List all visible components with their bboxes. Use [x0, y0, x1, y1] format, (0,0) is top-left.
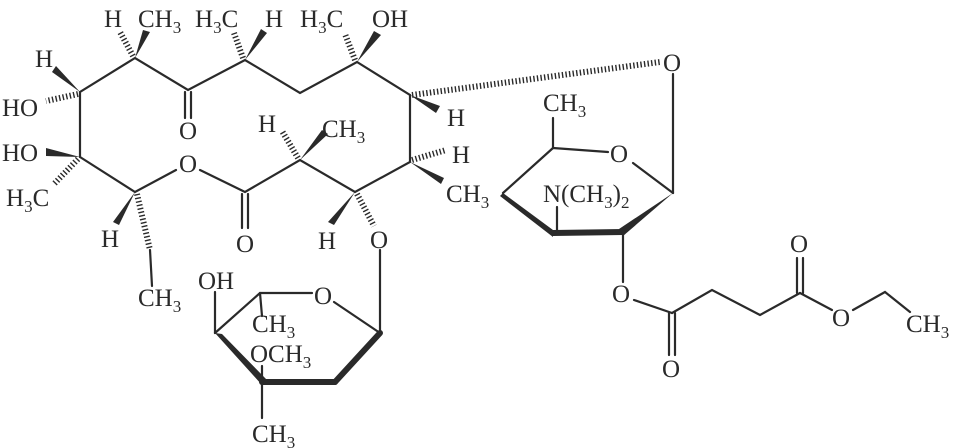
atom-label: O: [314, 283, 332, 310]
atom-label: CH3: [322, 116, 365, 147]
atom-label: O: [612, 281, 630, 308]
atom-label: H3C: [195, 6, 238, 37]
atom-label: OH: [372, 6, 408, 33]
atom-label: O: [370, 227, 388, 254]
atom-label: CH3: [543, 90, 586, 121]
atom-label: O: [610, 141, 628, 168]
atom-label: HO: [2, 95, 38, 122]
atom-label: O: [832, 305, 850, 332]
atom-label: CH3: [138, 285, 181, 316]
atom-label: O: [236, 231, 254, 258]
atom-label: O: [663, 50, 681, 77]
atom-label: CH3: [138, 6, 181, 37]
atom-label: H: [452, 142, 470, 169]
atom-label: OCH3: [250, 341, 311, 372]
desosamine-bonds: [500, 72, 675, 237]
atom-label: H: [35, 46, 53, 73]
atom-label: H3C: [300, 6, 343, 37]
atom-label: OH: [198, 268, 234, 295]
atom-label: H: [447, 105, 465, 132]
atom-label: CH3: [906, 311, 949, 342]
atom-label: O: [179, 118, 197, 145]
atom-label: H: [318, 228, 336, 255]
atom-labels: H HO HO H3C H CH3 H CH3 H3C H H3C OH O O…: [2, 6, 949, 448]
stereo-bonds: [45, 29, 661, 288]
atom-label: N(CH3)2: [543, 181, 629, 212]
atom-label: H: [265, 6, 283, 33]
ethylsuccinate-bonds: [621, 230, 912, 357]
atom-label: H: [258, 111, 276, 138]
atom-label: CH3: [446, 181, 489, 212]
cladinose-bonds: [213, 248, 383, 420]
atom-label: HO: [2, 140, 38, 167]
atom-label: O: [179, 151, 197, 178]
atom-label: H: [104, 6, 122, 33]
atom-label: O: [662, 356, 680, 383]
atom-label: CH3: [252, 421, 295, 448]
atom-label: O: [790, 231, 808, 258]
atom-label: H3C: [6, 185, 49, 216]
atom-label: CH3: [252, 311, 295, 342]
atom-label: H: [101, 226, 119, 253]
